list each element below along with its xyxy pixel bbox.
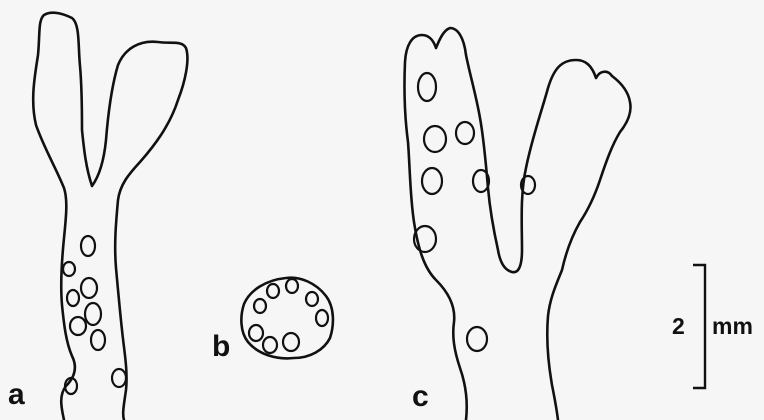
- pore: [286, 279, 298, 293]
- pore: [267, 284, 279, 298]
- pore: [63, 262, 75, 276]
- pore: [67, 290, 79, 306]
- specimen-b-cross-section: [241, 278, 333, 359]
- pore: [249, 325, 263, 341]
- pore: [422, 168, 442, 194]
- specimen-c: [404, 28, 630, 420]
- pore: [424, 126, 446, 152]
- scale-bar-value: 2: [672, 313, 685, 339]
- scale-bar-unit: mm: [712, 313, 753, 339]
- scale-bar-line: [693, 265, 705, 388]
- pore: [306, 292, 318, 306]
- pore: [254, 299, 266, 313]
- pore: [112, 369, 126, 387]
- pore: [91, 330, 105, 350]
- pore: [85, 303, 101, 325]
- pore: [467, 327, 487, 351]
- specimen-a-outline: [33, 13, 187, 420]
- scale-bar: 2 mm: [672, 265, 753, 388]
- pore: [263, 337, 277, 353]
- specimen-c-outline: [404, 28, 630, 420]
- panel-label-b: b: [212, 330, 230, 363]
- pore: [81, 236, 95, 256]
- pore: [81, 278, 97, 298]
- panel-label-a: a: [8, 378, 25, 411]
- pore: [70, 317, 86, 335]
- pore: [418, 73, 436, 101]
- specimen-a: [33, 13, 187, 420]
- pore: [316, 310, 328, 326]
- pore: [283, 333, 299, 351]
- panel-label-c: c: [412, 380, 429, 413]
- pore: [456, 122, 474, 144]
